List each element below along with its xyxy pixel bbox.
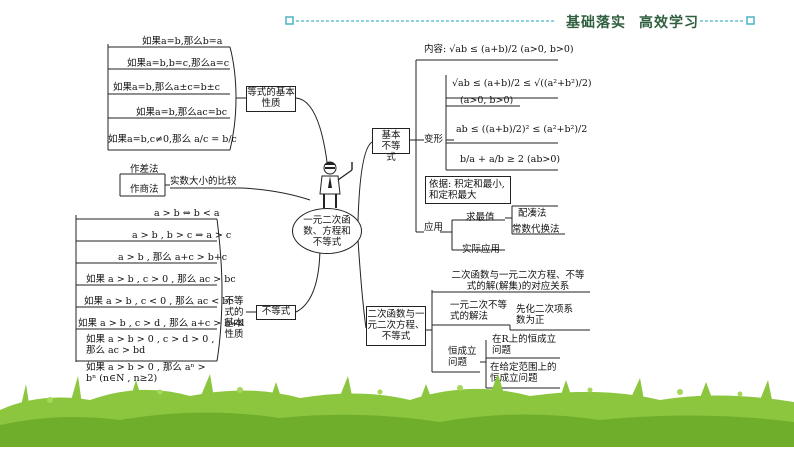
equality-item-3: 如果a=b,那么a±c=b±c bbox=[113, 82, 220, 93]
application-label: 应用 bbox=[424, 222, 444, 233]
basis-text: 依据: 积定和最小, 和定积最大 bbox=[429, 179, 505, 201]
transform-4: b/a + a/b ≥ 2 (ab>0) bbox=[460, 154, 561, 165]
inequality-node: 不等式 bbox=[256, 305, 296, 320]
max-method-2: 常数代换法 bbox=[512, 224, 560, 235]
solve-method: 先化二次项系数为正 bbox=[516, 304, 574, 326]
inequality-node-label: 不等式 bbox=[261, 306, 291, 317]
basic-inequality-label: 基本不等式 bbox=[381, 130, 401, 163]
inequality-item-5: 如果 a > b , c < 0 , 那么 ac < bc bbox=[84, 296, 234, 307]
inequality-item-3: a > b , 那么 a+c > b+c bbox=[118, 252, 228, 263]
always-label: 恒成立问题 bbox=[448, 346, 477, 368]
inequality-item-4: 如果 a > b , c > 0 , 那么 ac > bc bbox=[86, 274, 236, 285]
center-label: 一元二次函数、方程和不等式 bbox=[303, 214, 351, 248]
grass-decoration bbox=[0, 370, 794, 447]
header-title-right: 高效学习 bbox=[639, 15, 699, 31]
relation-text: 二次函数与一元二次方程、不等式的解(解集)的对应关系 bbox=[451, 270, 585, 292]
solve-label: 一元二次不等式的解法 bbox=[450, 300, 508, 322]
inequality-properties-label: 不等式的基本性质 bbox=[224, 296, 244, 340]
max-value-label: 求最值 bbox=[466, 212, 495, 223]
teacher-pointer-icon bbox=[316, 160, 356, 210]
max-method-1: 配凑法 bbox=[518, 208, 547, 219]
always-item-2: 在给定范围上的恒成立问题 bbox=[490, 362, 557, 384]
inequality-item-6: 如果 a > b , c > d , 那么 a+c > b+d bbox=[78, 318, 245, 329]
header-bar: 基础落实 高效学习 bbox=[0, 0, 794, 42]
method-difference: 作差法 bbox=[130, 164, 159, 175]
center-node: 一元二次函数、方程和不等式 bbox=[292, 208, 362, 254]
equality-item-4: 如果a=b,那么ac=bc bbox=[136, 107, 228, 118]
equality-item-1: 如果a=b,那么b=a bbox=[142, 36, 223, 47]
transform-2: (a>0, b>0) bbox=[460, 95, 514, 106]
inequality-item-2: a > b , b > c ⇒ a > c bbox=[132, 230, 232, 241]
header-decoration bbox=[285, 16, 755, 25]
always-item-1: 在R上的恒成立问题 bbox=[492, 334, 557, 356]
transform-label: 变形 bbox=[424, 134, 444, 145]
basic-inequality-content: 内容: √ab ≤ (a+b)/2 (a>0, b>0) bbox=[424, 44, 574, 55]
inequality-item-1: a > b ⇔ b < a bbox=[154, 208, 220, 219]
inequality-item-8: 如果 a > b > 0 , 那么 aⁿ > bⁿ (n∈N , n≥2) bbox=[86, 362, 206, 384]
header-title-left: 基础落实 bbox=[566, 15, 626, 31]
equality-item-5: 如果a=b,c≠0,那么 a/c = b/c bbox=[108, 134, 237, 145]
equality-properties-label: 等式的基本性质 bbox=[247, 87, 295, 109]
practical-label: 实际应用 bbox=[462, 244, 501, 255]
basic-inequality-node: 基本不等式 bbox=[372, 128, 410, 163]
inequality-item-7: 如果 a > b > 0 , c > d > 0 , 那么 ac > bd bbox=[86, 334, 215, 356]
compare-label: 实数大小的比较 bbox=[170, 176, 237, 187]
basis-box: 依据: 积定和最小, 和定积最大 bbox=[425, 176, 511, 204]
method-quotient: 作商法 bbox=[130, 184, 159, 195]
transform-3: ab ≤ ((a+b)/2)² ≤ (a²+b²)/2 bbox=[456, 124, 588, 135]
equality-properties-node: 等式的基本性质 bbox=[246, 86, 296, 112]
transform-1: √ab ≤ (a+b)/2 ≤ √((a²+b²)/2) bbox=[452, 78, 592, 89]
quadratic-node: 二次函数与一元二次方程、不等式 bbox=[366, 306, 426, 346]
quadratic-label: 二次函数与一元二次方程、不等式 bbox=[367, 309, 425, 342]
equality-item-2: 如果a=b,b=c,那么a=c bbox=[127, 58, 230, 69]
